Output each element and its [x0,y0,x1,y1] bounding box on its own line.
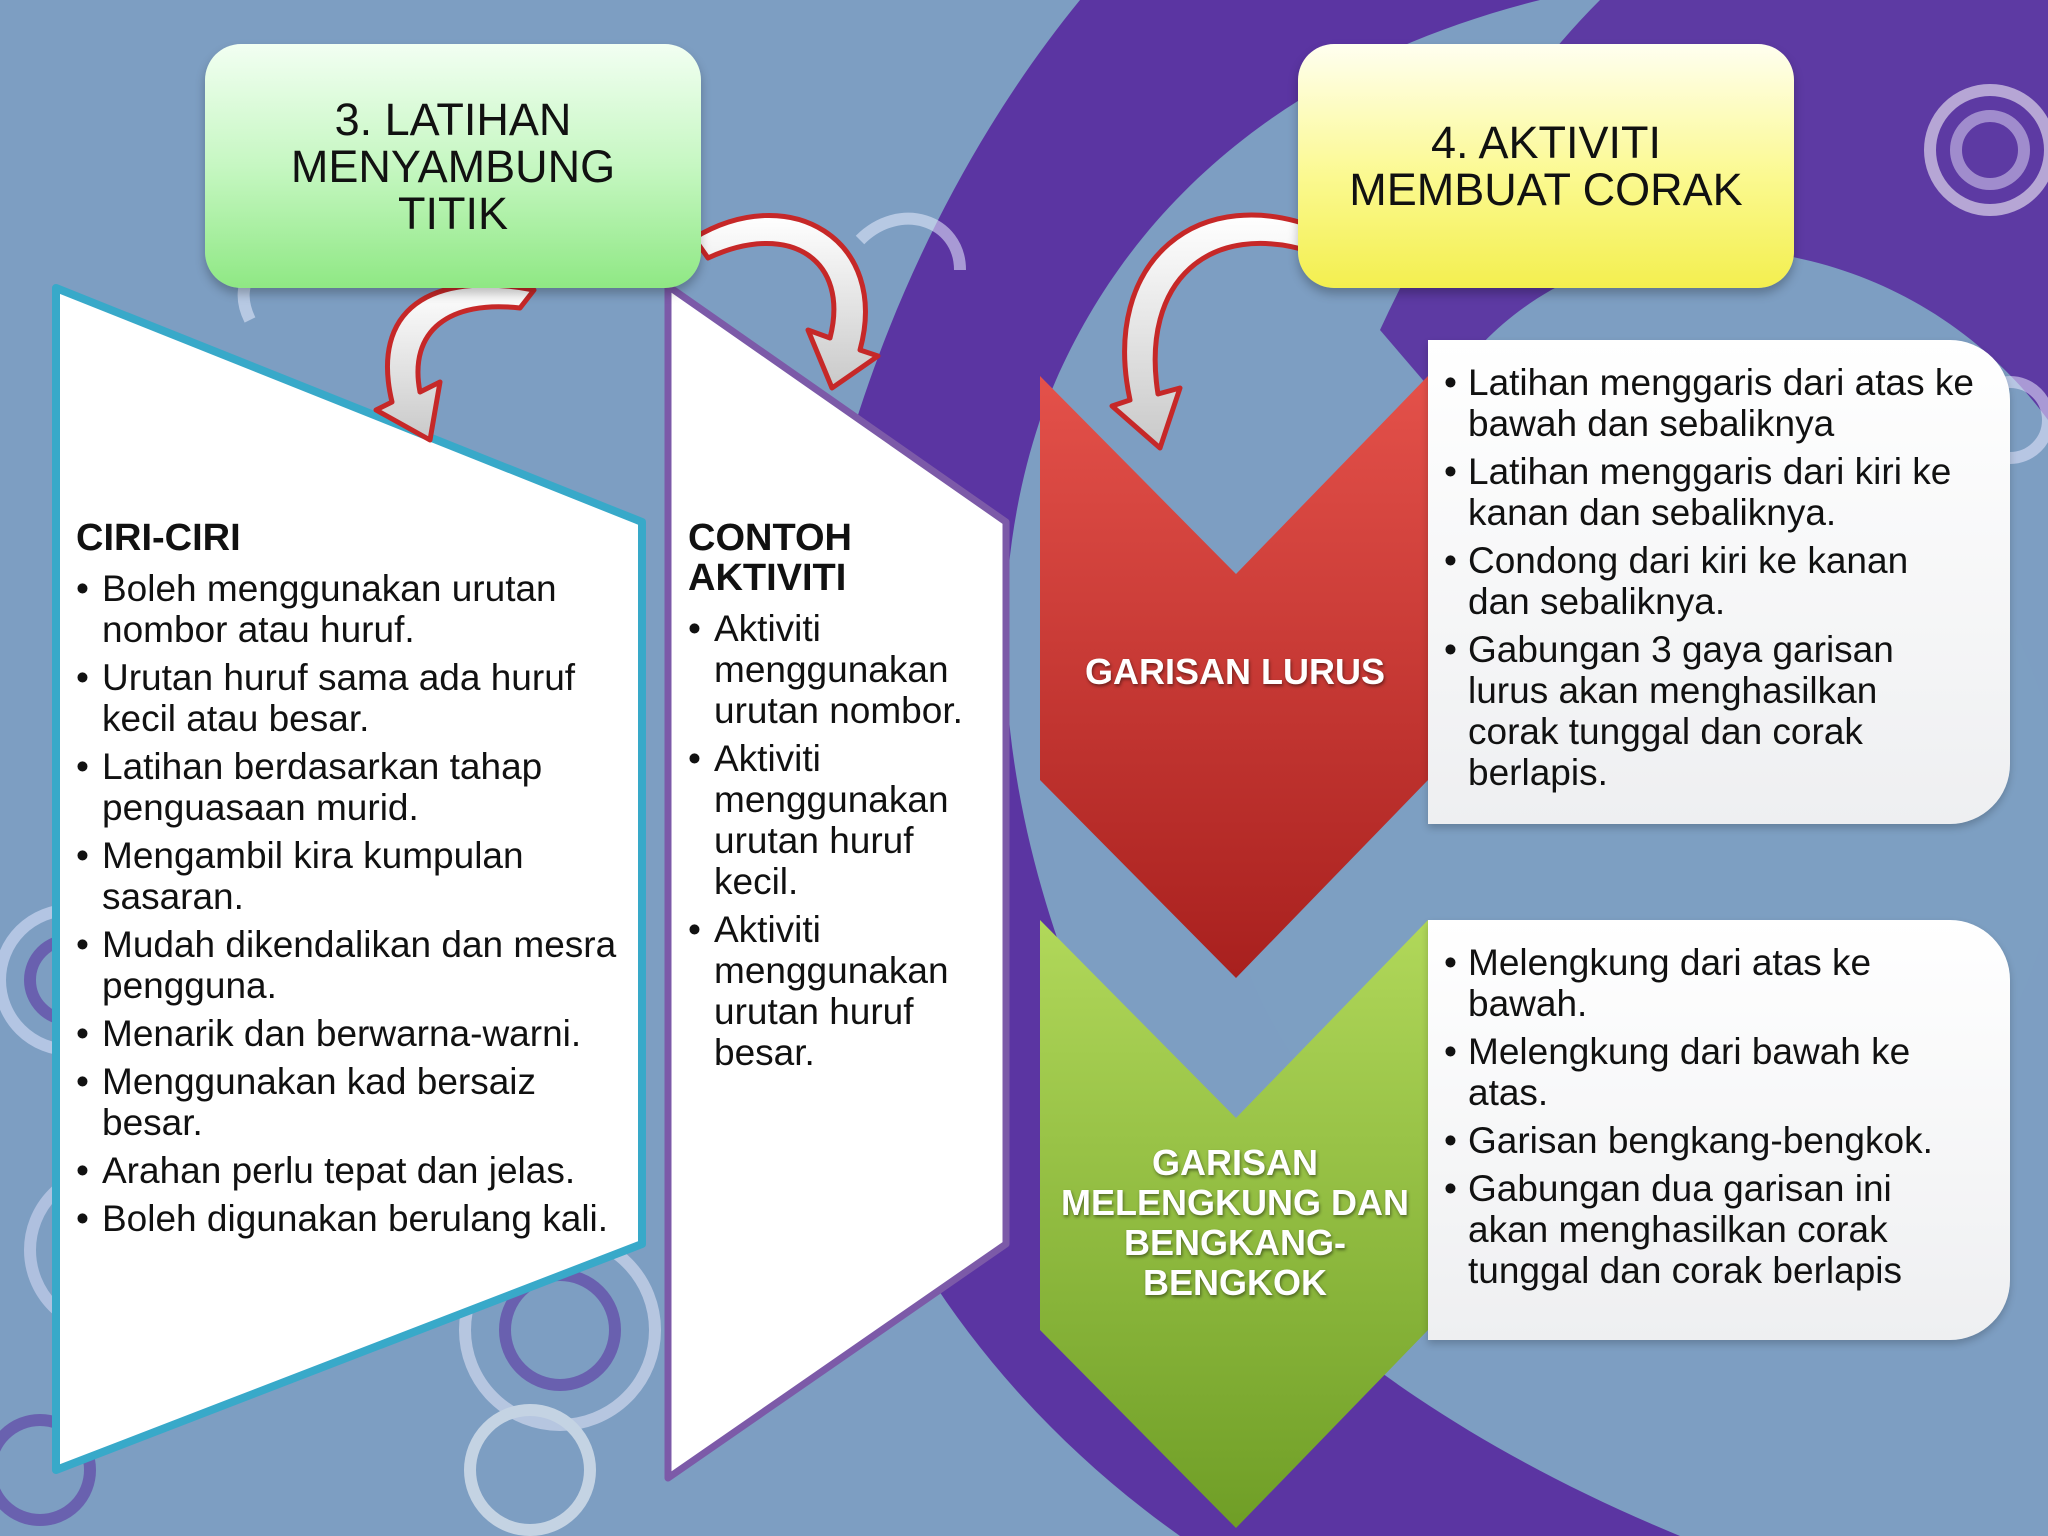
header-line: 3. LATIHAN [334,93,572,145]
list-item: Boleh digunakan berulang kali. [76,1198,636,1239]
list-item: Menarik dan berwarna-warni. [76,1013,636,1054]
list-item: Arahan perlu tepat dan jelas. [76,1150,636,1191]
list-item: Menggunakan kad bersaiz besar. [76,1061,636,1143]
garisan-lurus-label: GARISAN LURUS [1084,651,1385,692]
garisan-lurus-list: Latihan menggaris dari atas ke bawah dan… [1444,362,1974,793]
list-item: Condong dari kiri ke kanan dan sebalikny… [1444,540,1974,622]
list-item: Aktiviti menggunakan urutan nombor. [688,608,988,731]
garisan-lurus-chevron [1040,376,1428,978]
list-item: Melengkung dari bawah ke atas. [1444,1031,1974,1113]
list-item: Melengkung dari atas ke bawah. [1444,942,1974,1024]
contoh-aktiviti-section: CONTOH AKTIVITI Aktiviti menggunakan uru… [688,518,988,1080]
ciri-ciri-section: CIRI-CIRI Boleh menggunakan urutan nombo… [76,518,636,1246]
curved-arrow-icon [373,212,1325,451]
garisan-lurus-panel: Latihan menggaris dari atas ke bawah dan… [1428,340,2010,824]
ciri-ciri-title: CIRI-CIRI [76,517,241,559]
ciri-ciri-list: Boleh menggunakan urutan nombor atau hur… [76,568,636,1239]
header-line: MENYAMBUNG [290,140,616,192]
garisan-melengkung-list: Melengkung dari atas ke bawah. Melengkun… [1444,942,1974,1291]
garisan-melengkung-panel: Melengkung dari atas ke bawah. Melengkun… [1428,920,2010,1340]
header-line: 4. AKTIVITI [1430,117,1662,168]
list-item: Gabungan 3 gaya garisan lurus akan mengh… [1444,629,1974,793]
header-aktiviti-membuat-corak: 4. AKTIVITI MEMBUAT CORAK [1298,44,1794,288]
header-line: MEMBUAT CORAK [1349,164,1743,215]
list-item: Aktiviti menggunakan urutan huruf besar. [688,909,988,1073]
list-item: Garisan bengkang-bengkok. [1444,1120,1974,1161]
list-item: Gabungan dua garisan ini akan menghasilk… [1444,1168,1974,1291]
garisan-melengkung-label: GARISAN MELENGKUNG DAN BENGKANG- BENGKOK [1040,1143,1430,1303]
header-line: TITIK [398,187,508,239]
list-item: Latihan berdasarkan tahap penguasaan mur… [76,746,636,828]
label-line: BENGKOK [1142,1262,1327,1303]
label-line: BENGKANG- [1124,1222,1346,1263]
purple-swirl-band [795,0,1680,1536]
header-latihan-menyambung-titik: 3. LATIHAN MENYAMBUNG TITIK [205,44,701,288]
list-item: Aktiviti menggunakan urutan huruf kecil. [688,738,988,902]
label-line: MELENGKUNG DAN [1061,1182,1409,1223]
list-item: Urutan huruf sama ada huruf kecil atau b… [76,657,636,739]
contoh-aktiviti-list: Aktiviti menggunakan urutan nombor. Akti… [688,608,988,1073]
list-item: Boleh menggunakan urutan nombor atau hur… [76,568,636,650]
list-item: Mudah dikendalikan dan mesra pengguna. [76,924,636,1006]
label-line: GARISAN [1151,1142,1318,1183]
list-item: Latihan menggaris dari kiri ke kanan dan… [1444,451,1974,533]
list-item: Mengambil kira kumpulan sasaran. [76,835,636,917]
contoh-aktiviti-title: CONTOH AKTIVITI [688,517,852,599]
garisan-melengkung-chevron [1040,920,1428,1528]
list-item: Latihan menggaris dari atas ke bawah dan… [1444,362,1974,444]
